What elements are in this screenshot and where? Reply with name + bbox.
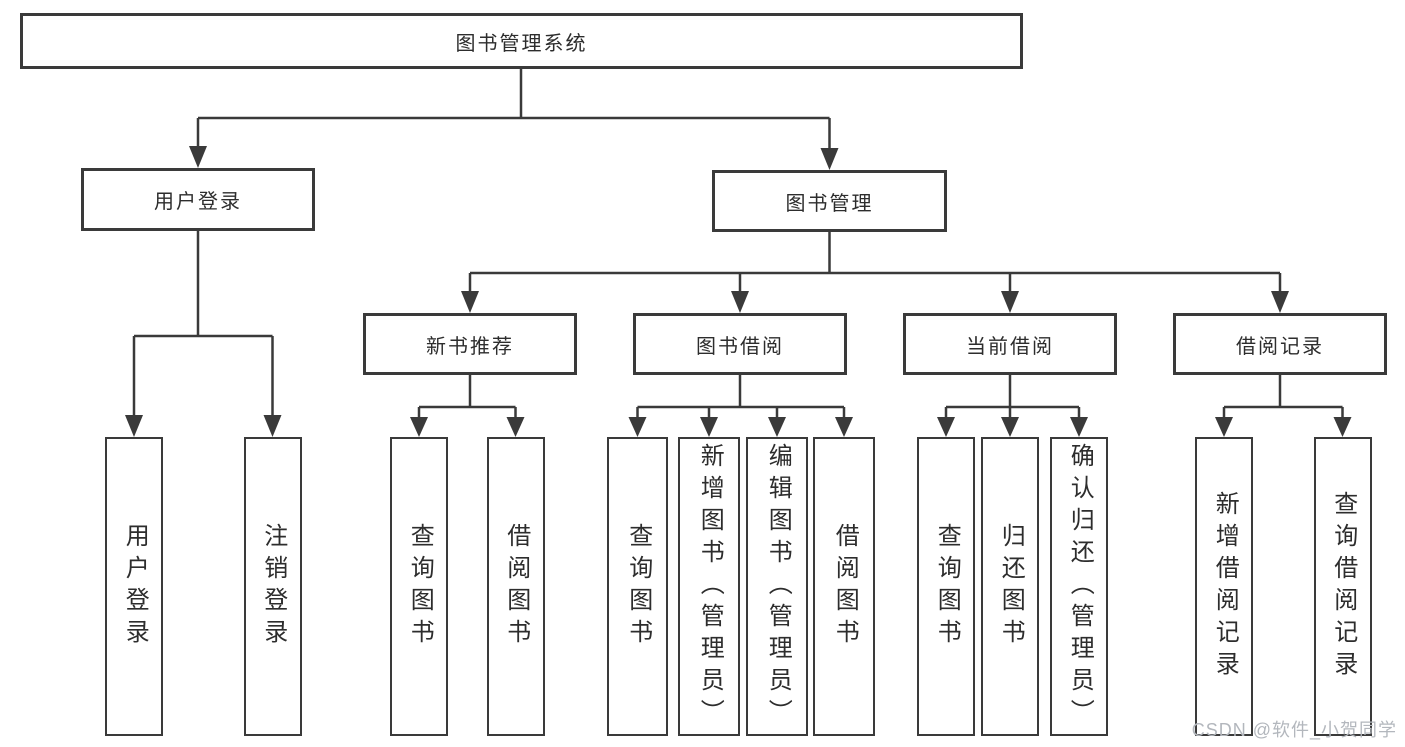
connector-book-management-split xyxy=(461,232,1289,313)
leaf-confirm-return-admin-label: 确认归还（管理员） xyxy=(1066,442,1094,731)
leaf-return-book-label: 归还图书 xyxy=(997,522,1025,651)
leaf-borrow-books-1-label: 借阅图书 xyxy=(502,522,530,651)
node-user-login: 用户登录 xyxy=(81,168,315,231)
leaf-user-login: 用户登录 xyxy=(105,437,163,736)
node-book-management-label: 图书管理 xyxy=(785,192,874,215)
leaf-logout-label: 注销登录 xyxy=(259,522,287,651)
csdn-watermark: CSDN @软件_小贺同学 xyxy=(1191,720,1397,740)
node-user-login-label: 用户登录 xyxy=(154,191,242,213)
connector-current-borrowing-split xyxy=(937,375,1088,437)
leaf-borrow-books-1: 借阅图书 xyxy=(486,437,545,736)
leaf-return-book: 归还图书 xyxy=(981,437,1039,736)
leaf-query-books-2: 查询图书 xyxy=(607,437,668,736)
leaf-query-books-3: 查询图书 xyxy=(917,437,975,736)
leaf-add-book-admin: 新增图书（管理员） xyxy=(678,437,740,736)
connector-new-book-split xyxy=(410,375,525,437)
leaf-borrow-books-2-label: 借阅图书 xyxy=(831,522,859,651)
connector-borrowing-records-split xyxy=(1215,375,1352,437)
leaf-user-login-label: 用户登录 xyxy=(121,522,149,651)
node-book-borrowing-label: 图书借阅 xyxy=(696,335,784,358)
node-book-borrowing: 图书借阅 xyxy=(633,313,847,375)
node-borrowing-records: 借阅记录 xyxy=(1173,313,1387,375)
leaf-query-books-2-label: 查询图书 xyxy=(624,522,652,651)
leaf-edit-book-admin: 编辑图书（管理员） xyxy=(746,437,808,736)
node-new-book-recommend-label: 新书推荐 xyxy=(426,335,514,358)
node-book-management: 图书管理 xyxy=(712,170,947,232)
leaf-query-books-1-label: 查询图书 xyxy=(406,522,434,651)
leaf-edit-book-admin-label: 编辑图书（管理员） xyxy=(764,442,792,731)
node-new-book-recommend: 新书推荐 xyxy=(363,313,577,375)
leaf-borrow-books-2: 借阅图书 xyxy=(813,437,875,736)
node-current-borrowing-label: 当前借阅 xyxy=(966,335,1054,358)
leaf-query-books-3-label: 查询图书 xyxy=(933,522,961,651)
leaf-query-books-1: 查询图书 xyxy=(390,437,448,736)
connector-user-login-split xyxy=(125,231,282,437)
node-root: 图书管理系统 xyxy=(20,13,1023,69)
leaf-query-borrow-record-label: 查询借阅记录 xyxy=(1329,490,1357,683)
leaf-add-borrow-record-label: 新增借阅记录 xyxy=(1211,490,1239,683)
node-root-label: 图书管理系统 xyxy=(455,32,588,55)
node-borrowing-records-label: 借阅记录 xyxy=(1236,335,1324,358)
leaf-add-borrow-record: 新增借阅记录 xyxy=(1195,437,1253,736)
leaf-add-book-admin-label: 新增图书（管理员） xyxy=(696,442,724,731)
connector-book-borrowing-split xyxy=(628,375,853,437)
node-current-borrowing: 当前借阅 xyxy=(903,313,1117,375)
leaf-query-borrow-record: 查询借阅记录 xyxy=(1313,437,1372,736)
leaf-logout: 注销登录 xyxy=(243,437,302,736)
leaf-confirm-return-admin: 确认归还（管理员） xyxy=(1050,437,1108,736)
connector-root-split xyxy=(189,69,839,170)
